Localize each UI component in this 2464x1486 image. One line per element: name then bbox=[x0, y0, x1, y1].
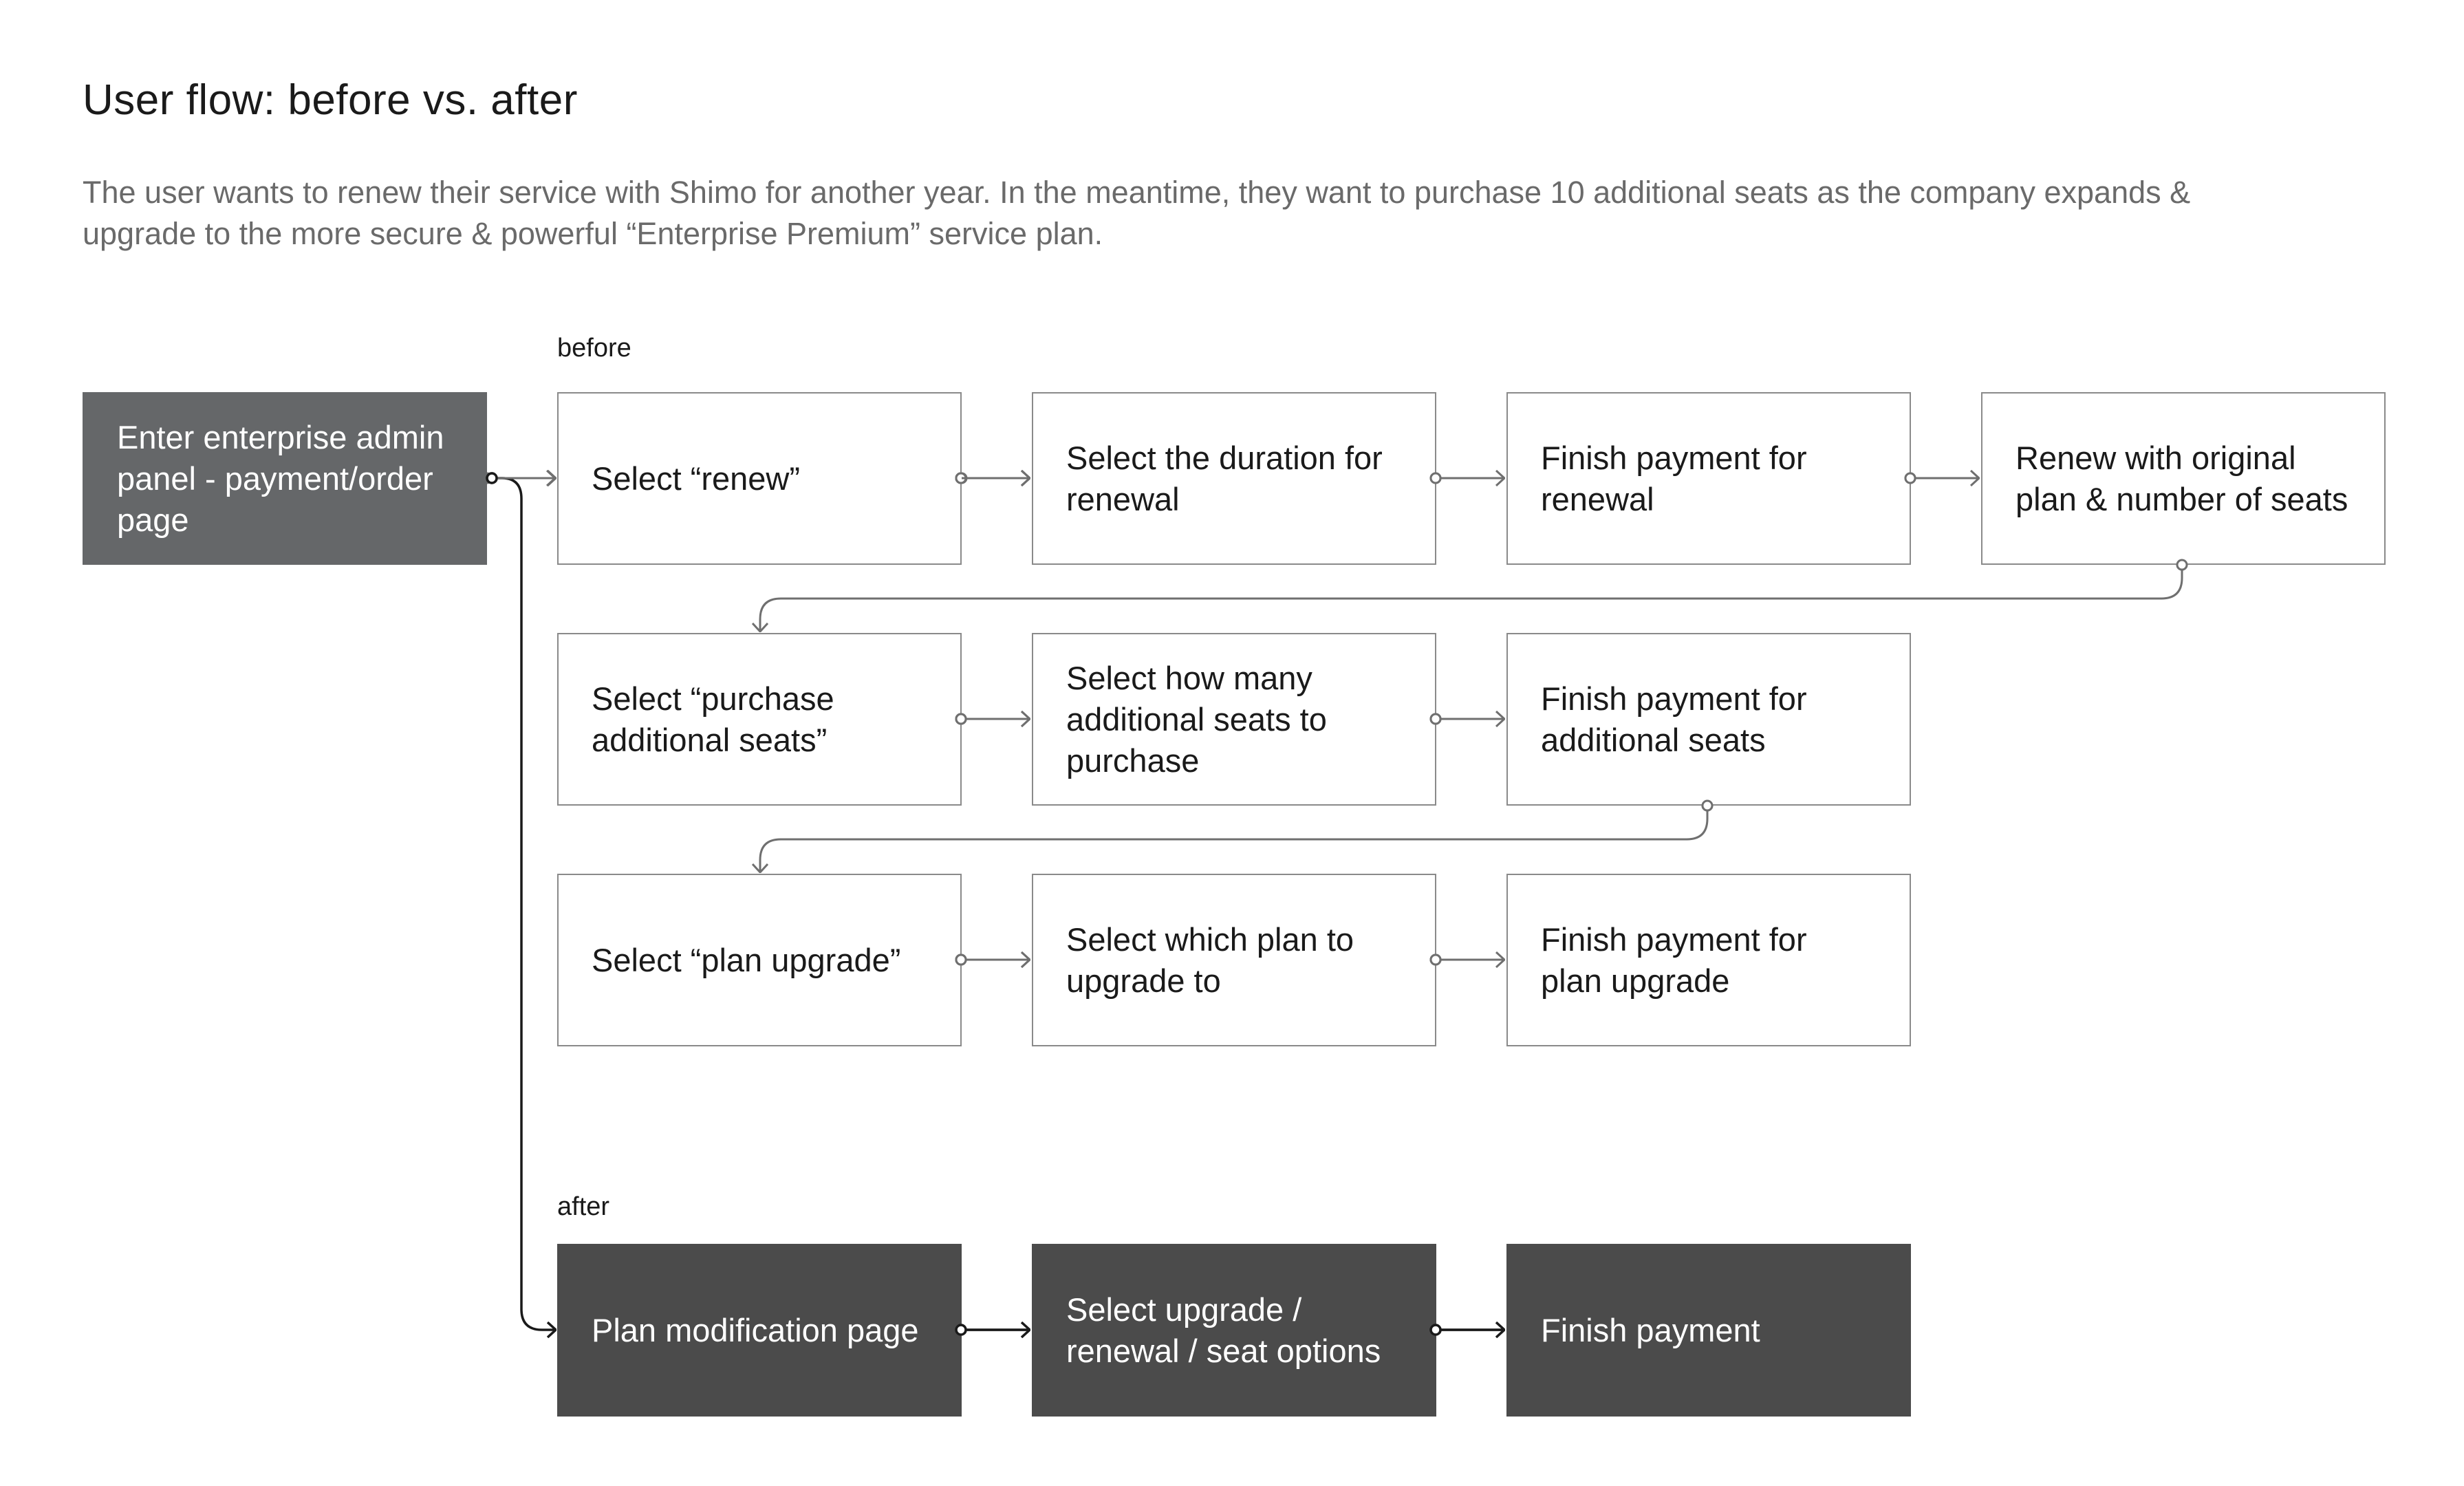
connector-start-to-after bbox=[497, 477, 556, 1330]
start-box: Enter enterprise admin panel - payment/o… bbox=[83, 392, 487, 565]
flow-box-finish-payment-seats: Finish payment for additional seats bbox=[1506, 633, 1911, 806]
flow-box-label: Plan modification page bbox=[592, 1311, 919, 1348]
flow-box-select-options: Select upgrade / renewal / seat options bbox=[1032, 1244, 1436, 1417]
flow-box-select-renew: Select “renew” bbox=[557, 392, 962, 565]
flow-box-label: Renew with original plan & number of sea… bbox=[2015, 439, 2348, 517]
after-label: after bbox=[557, 1192, 610, 1221]
flow-box-renew-original: Renew with original plan & number of sea… bbox=[1981, 392, 2386, 565]
flow-box-select-plan-upgrade: Select “plan upgrade” bbox=[557, 874, 962, 1046]
flow-box-plan-modification: Plan modification page bbox=[557, 1244, 962, 1417]
flow-box-finish-payment: Finish payment bbox=[1506, 1244, 1911, 1417]
flow-box-label: Select “renew” bbox=[592, 460, 800, 497]
flow-box-label: Select upgrade / renewal / seat options bbox=[1066, 1291, 1381, 1369]
page-description: The user wants to renew their service wi… bbox=[83, 175, 2191, 251]
flow-box-select-duration: Select the duration for renewal bbox=[1032, 392, 1436, 565]
flow-box-label: Select how many additional seats to purc… bbox=[1066, 659, 1327, 779]
flow-box-label: Finish payment for plan upgrade bbox=[1541, 920, 1807, 999]
page-title: User flow: before vs. after bbox=[83, 76, 578, 124]
flow-box-finish-payment-upgrade: Finish payment for plan upgrade bbox=[1506, 874, 1911, 1046]
flow-box-label: Finish payment for additional seats bbox=[1541, 680, 1807, 758]
flow-box-finish-payment-renewal: Finish payment for renewal bbox=[1506, 392, 1911, 565]
flow-box-label: Select which plan to upgrade to bbox=[1066, 920, 1354, 999]
flow-box-label: Finish payment bbox=[1541, 1311, 1760, 1348]
flow-box-label: Select “plan upgrade” bbox=[592, 941, 901, 978]
flow-box-label: Select “purchase additional seats” bbox=[592, 680, 834, 758]
flow-box-label: Select the duration for renewal bbox=[1066, 439, 1383, 517]
flow-box-label: Finish payment for renewal bbox=[1541, 439, 1807, 517]
before-label: before bbox=[557, 334, 631, 363]
start-box-label: Enter enterprise admin panel - payment/o… bbox=[117, 418, 444, 538]
flow-box-select-seat-count: Select how many additional seats to purc… bbox=[1032, 633, 1436, 806]
flow-box-select-plan: Select which plan to upgrade to bbox=[1032, 874, 1436, 1046]
